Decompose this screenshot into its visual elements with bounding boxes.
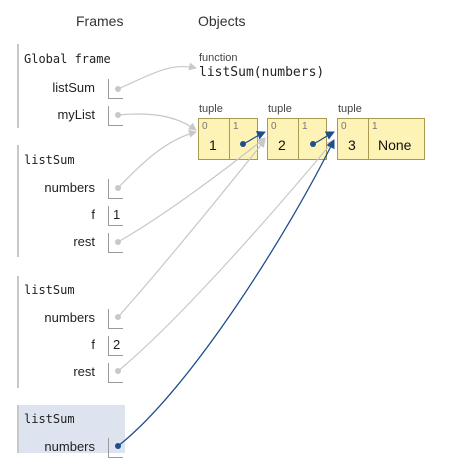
tuple-cell: 0 2 — [268, 119, 298, 159]
var-name-f: f — [91, 207, 95, 222]
tuple-index: 1 — [302, 121, 308, 132]
var-name-f: f — [91, 337, 95, 352]
tuple-object-1: 0 1 1 — [198, 118, 258, 160]
var-slot-rest — [108, 363, 123, 383]
global-frame: Global frame listSum myList — [17, 44, 125, 128]
pointer-arrow-f2-numbers-tuple2 — [117, 139, 266, 318]
var-slot-f: 2 — [108, 336, 123, 356]
frame-border — [17, 44, 19, 128]
tuple-index: 1 — [233, 121, 239, 132]
var-name-numbers: numbers — [44, 439, 95, 454]
var-name-rest: rest — [73, 234, 95, 249]
listsum-frame-1: listSum numbers f 1 rest — [17, 145, 125, 257]
var-name-numbers: numbers — [44, 180, 95, 195]
tuple-type-label: tuple — [268, 103, 292, 115]
tuple-type-label: tuple — [338, 103, 362, 115]
objects-header: Objects — [198, 13, 246, 29]
tuple-value: 3 — [348, 137, 356, 153]
pointer-arrow-f2-rest-tuple3 — [117, 139, 335, 372]
tuple-index: 1 — [372, 121, 378, 132]
var-slot-numbers — [108, 309, 123, 329]
var-slot-myList — [108, 106, 123, 126]
frame-title: Global frame — [24, 52, 111, 66]
var-slot-rest — [108, 233, 123, 253]
listsum-frame-3-active: listSum numbers — [17, 405, 125, 458]
listsum-frame-2: listSum numbers f 2 rest — [17, 276, 125, 388]
tuple-index: 0 — [341, 121, 347, 132]
tuple-value: None — [378, 137, 412, 153]
tuple-index: 0 — [202, 121, 208, 132]
pointer-arrow-mylist-tuple1 — [117, 113, 197, 131]
frames-header: Frames — [76, 13, 124, 29]
tuple-value: 2 — [278, 137, 286, 153]
pointer-arrow-listsum-function — [117, 62, 197, 90]
frame-border — [17, 145, 19, 257]
pointer-arrow-active-numbers-tuple3 — [117, 139, 335, 447]
tuple-index: 0 — [271, 121, 277, 132]
tuple-value: 1 — [209, 137, 217, 153]
var-value: 1 — [113, 207, 121, 222]
tuple-cell: 0 3 — [338, 119, 368, 159]
var-name-numbers: numbers — [44, 310, 95, 325]
tuple-object-2: 0 2 1 — [267, 118, 327, 160]
var-slot-listSum — [108, 79, 123, 99]
frame-title: listSum — [24, 283, 75, 297]
var-name-myList: myList — [57, 107, 95, 122]
var-value: 2 — [113, 337, 121, 352]
tuple-cell: 1 — [298, 119, 327, 159]
tuple-cell: 1 None — [368, 119, 425, 159]
var-slot-f: 1 — [108, 206, 123, 226]
frame-title: listSum — [24, 412, 75, 426]
tuple-type-label: tuple — [199, 103, 223, 115]
pointer-arrow-f1-numbers-tuple1 — [117, 129, 197, 189]
var-name-listSum: listSum — [52, 80, 95, 95]
tuple-object-3: 0 3 1 None — [337, 118, 425, 160]
function-type-label: function — [199, 52, 238, 64]
tuple-cell: 0 1 — [199, 119, 229, 159]
frame-border — [17, 276, 19, 388]
function-signature: listSum(numbers) — [199, 65, 325, 80]
tuple-cell: 1 — [229, 119, 258, 159]
frame-title: listSum — [24, 153, 75, 167]
var-slot-numbers — [108, 179, 123, 199]
frame-border — [17, 405, 19, 453]
var-name-rest: rest — [73, 364, 95, 379]
var-slot-numbers — [108, 438, 123, 458]
